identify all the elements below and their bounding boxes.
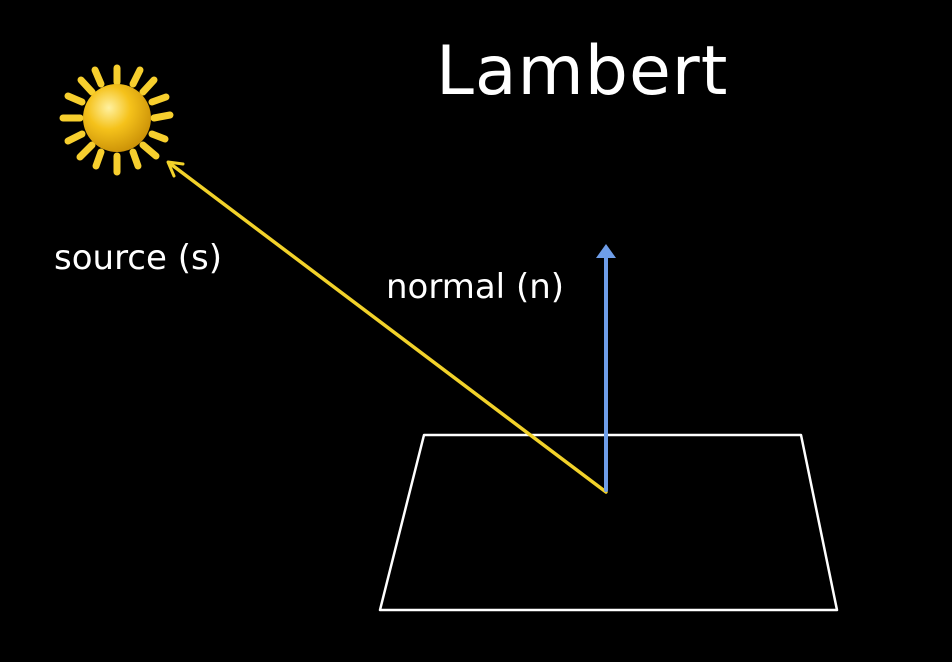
source-vector-arrow (166, 160, 608, 494)
surface-plane (378, 433, 839, 612)
source-label: source (s) (54, 238, 222, 278)
sun-icon (59, 64, 174, 176)
normal-label: normal (n) (386, 267, 565, 307)
normal-vector-arrow (596, 244, 616, 492)
page-title: Lambert (436, 32, 729, 111)
